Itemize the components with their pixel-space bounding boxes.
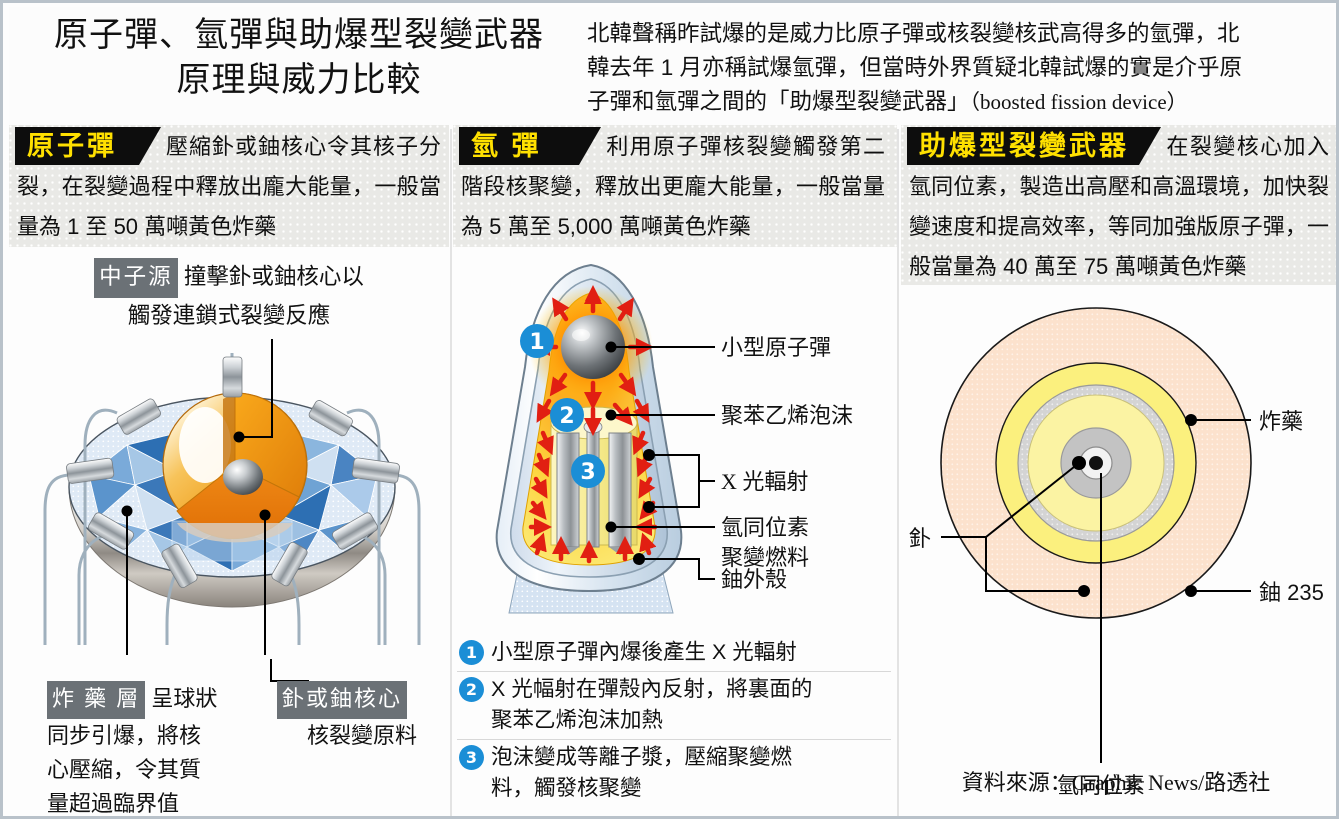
step-number-3: 3 (459, 745, 484, 770)
boosted-leader-dots (1072, 414, 1197, 597)
explosive-layer-chip: 炸 藥 層 (47, 681, 146, 719)
atomic-bottom-callouts: 炸 藥 層 呈球狀 同步引爆，將核 心壓縮，令其質 量超過臨界值 釙或鈾核心 核… (9, 659, 449, 816)
neutron-initiator (223, 459, 263, 495)
step-number-1: 1 (459, 640, 484, 665)
hydrogen-description: 利用原子彈核裂變觸發第二階段核聚變，釋放出更龐大能量，一般當量為 5 萬至 5,… (461, 127, 885, 247)
explosive-layer-callout: 炸 藥 層 呈球狀 同步引爆，將核 心壓縮，令其質 量超過臨界值 (47, 681, 237, 816)
column-boosted-fission: 助爆型裂變武器 在裂變核心加入氫同位素，製造出高壓和高溫環境，加快裂變速度和提高… (901, 125, 1336, 816)
column-divider-1 (450, 129, 452, 816)
lede-line-2: 韓去年 1 月亦稱試爆氫彈，但當時外界質疑北韓試爆的實是介乎原 (587, 55, 1243, 81)
step-item-3: 3 泡沫變成等離子漿，壓縮聚變燃 料，觸發核聚變 (457, 739, 891, 807)
explosive-layer-text3: 心壓縮，令其質 (47, 757, 202, 782)
explosive-layer-text4: 量超過臨界值 (47, 791, 180, 816)
boosted-fission-illustration: 炸藥 鈾 235 釙 氫同位素 (901, 293, 1336, 813)
hydrogen-leader-lines (611, 346, 715, 580)
page-title: 原子彈、氫彈與助爆型裂變武器 原理與威力比較 (19, 13, 579, 103)
lede-line-3-en: （boosted fission device） (969, 90, 1188, 115)
neutron-source-callout: 中子源 撞擊釙或鈾核心以 觸發連鎖式裂變反應 (9, 258, 449, 334)
label-polonium: 釙 (909, 526, 931, 551)
svg-text:3: 3 (580, 460, 595, 485)
core-bracket (270, 659, 309, 682)
source-credit: 資料來源：Graphic News/路透社 (961, 770, 1271, 795)
hydrogen-description-text: 利用原子彈核裂變觸發第二階段核聚變，釋放出更龐大能量，一般當量為 5 萬至 5,… (461, 134, 885, 239)
step-2-line-1: X 光幅射在彈殼內反射，將裏面的 (491, 677, 813, 701)
boosted-leader-lines (941, 419, 1251, 763)
label-small-atomic-bomb: 小型原子彈 (721, 335, 831, 360)
label-xray-radiation: X 光輻射 (721, 469, 808, 494)
step-markers: 1 2 3 (520, 324, 605, 488)
core-leader-dot (233, 431, 245, 443)
neutron-callout-text1: 撞擊釙或鈾核心以 (183, 264, 364, 289)
label-styrofoam: 聚苯乙烯泡沫 (721, 403, 853, 428)
label-hydrogen-isotope: 氫同位素 (1057, 773, 1145, 798)
label-uranium-shell: 鈾外殼 (721, 567, 787, 592)
boosted-description: 在裂變核心加入氫同位素，製造出高壓和高溫環境，加快裂變速度和提高效率，等同加強版… (909, 127, 1329, 287)
atomic-banner-label: 原子彈 (15, 127, 161, 165)
step-item-2: 2 X 光幅射在彈殼內反射，將裏面的 聚苯乙烯泡沫加熱 (457, 671, 891, 739)
step-item-1: 1 小型原子彈內爆後產生 X 光輻射 (457, 635, 891, 671)
lede-line-3: 子彈和氫彈之間的「助爆型裂變武器」（boosted fission device… (587, 85, 1335, 119)
lens-leader-dot (121, 505, 133, 517)
lede-line-3-zh: 子彈和氫彈之間的「助爆型裂變武器」 (587, 89, 970, 115)
neutron-source-chip: 中子源 (94, 258, 178, 298)
core-material-text: 核裂變原料 (306, 723, 417, 748)
uranium-shell-left (556, 432, 580, 548)
hydrogen-leader-dots (605, 341, 655, 565)
step-3-line-1: 泡沫變成等離子漿，壓縮聚變燃 (491, 745, 793, 769)
core-material-chip: 釙或鈾核心 (277, 681, 408, 719)
atomic-header-panel: 原子彈 壓縮釙或鈾核心令其核子分裂，在裂變過程中釋放出龐大能量，一般當量為 1 … (9, 125, 449, 247)
infographic-canvas: 原子彈、氫彈與助爆型裂變武器 原理與威力比較 北韓聲稱昨試爆的是威力比原子彈或核… (3, 3, 1336, 816)
neutron-callout-line1: 中子源 撞擊釙或鈾核心以 (9, 258, 449, 298)
label-fusion-fuel-line2: 聚變燃料 (721, 545, 809, 570)
title-bar: 原子彈、氫彈與助爆型裂變武器 原理與威力比較 北韓聲稱昨試爆的是威力比原子彈或核… (9, 7, 1334, 125)
boosted-banner-label: 助爆型裂變武器 (907, 127, 1161, 165)
core-dot (1089, 456, 1103, 470)
core-material-callout: 釙或鈾核心 核裂變原料 (277, 681, 447, 753)
explosive-layer-text2: 同步引爆，將核 (47, 723, 202, 748)
boosted-header-panel: 助爆型裂變武器 在裂變核心加入氫同位素，製造出高壓和高溫環境，加快裂變速度和提高… (901, 125, 1336, 285)
column-atomic-bomb: 原子彈 壓縮釙或鈾核心令其核子分裂，在裂變過程中釋放出龐大能量，一般當量為 1 … (9, 125, 449, 816)
atomic-description: 壓縮釙或鈾核心令其核子分裂，在裂變過程中釋放出龐大能量，一般當量為 1 至 50… (17, 127, 441, 247)
lede-paragraph: 北韓聲稱昨試爆的是威力比原子彈或核裂變核武高得多的氫彈，北 韓去年 1 月亦稱試… (587, 17, 1335, 120)
explosive-layer-text1: 呈球狀 (151, 686, 218, 711)
page-title-line1: 原子彈、氫彈與助爆型裂變武器 (54, 16, 544, 54)
sphere-highlight (572, 329, 590, 341)
atomic-description-text: 壓縮釙或鈾核心令其核子分裂，在裂變過程中釋放出龐大能量，一般當量為 1 至 50… (17, 134, 441, 239)
step-3-line-2: 料，觸發核聚變 (491, 776, 642, 800)
svg-text:2: 2 (559, 404, 574, 429)
hydrogen-steps-list: 1 小型原子彈內爆後產生 X 光輻射 2 X 光幅射在彈殼內反射，將裏面的 聚苯… (457, 635, 891, 807)
hydrogen-header-panel: 氫 彈 利用原子彈核裂變觸發第二階段核聚變，釋放出更龐大能量，一般當量為 5 萬… (453, 125, 897, 247)
hydrogen-bomb-illustration: 1 2 3 (461, 255, 891, 615)
polonium-leader (985, 462, 1080, 538)
label-fusion-fuel-line1: 氫同位素 (721, 515, 809, 540)
step-1-line-1: 小型原子彈內爆後產生 X 光輻射 (491, 640, 797, 664)
hydrogen-banner-label: 氫 彈 (459, 127, 601, 165)
neutron-callout-line2: 觸發連鎖式裂變反應 (127, 303, 331, 328)
step-number-2: 2 (459, 677, 484, 702)
core-leader-dot-2 (259, 509, 271, 521)
svg-text:1: 1 (529, 330, 544, 355)
atomic-leader-lines (126, 339, 273, 655)
label-uranium-235: 鈾 235 (1259, 580, 1324, 605)
page-title-line2: 原理與威力比較 (176, 60, 422, 99)
boosted-description-text: 在裂變核心加入氫同位素，製造出高壓和高溫環境，加快裂變速度和提高效率，等同加強版… (909, 134, 1329, 279)
column-hydrogen-bomb: 氫 彈 利用原子彈核裂變觸發第二階段核聚變，釋放出更龐大能量，一般當量為 5 萬… (453, 125, 897, 816)
atomic-bomb-illustration (27, 325, 437, 655)
column-divider-2 (897, 129, 899, 816)
label-explosive: 炸藥 (1259, 409, 1303, 434)
step-2-line-2: 聚苯乙烯泡沫加熱 (491, 708, 664, 732)
lede-line-1: 北韓聲稱昨試爆的是威力比原子彈或核裂變核武高得多的氫彈，北 (587, 21, 1240, 46)
detonator-assembly (43, 353, 421, 645)
